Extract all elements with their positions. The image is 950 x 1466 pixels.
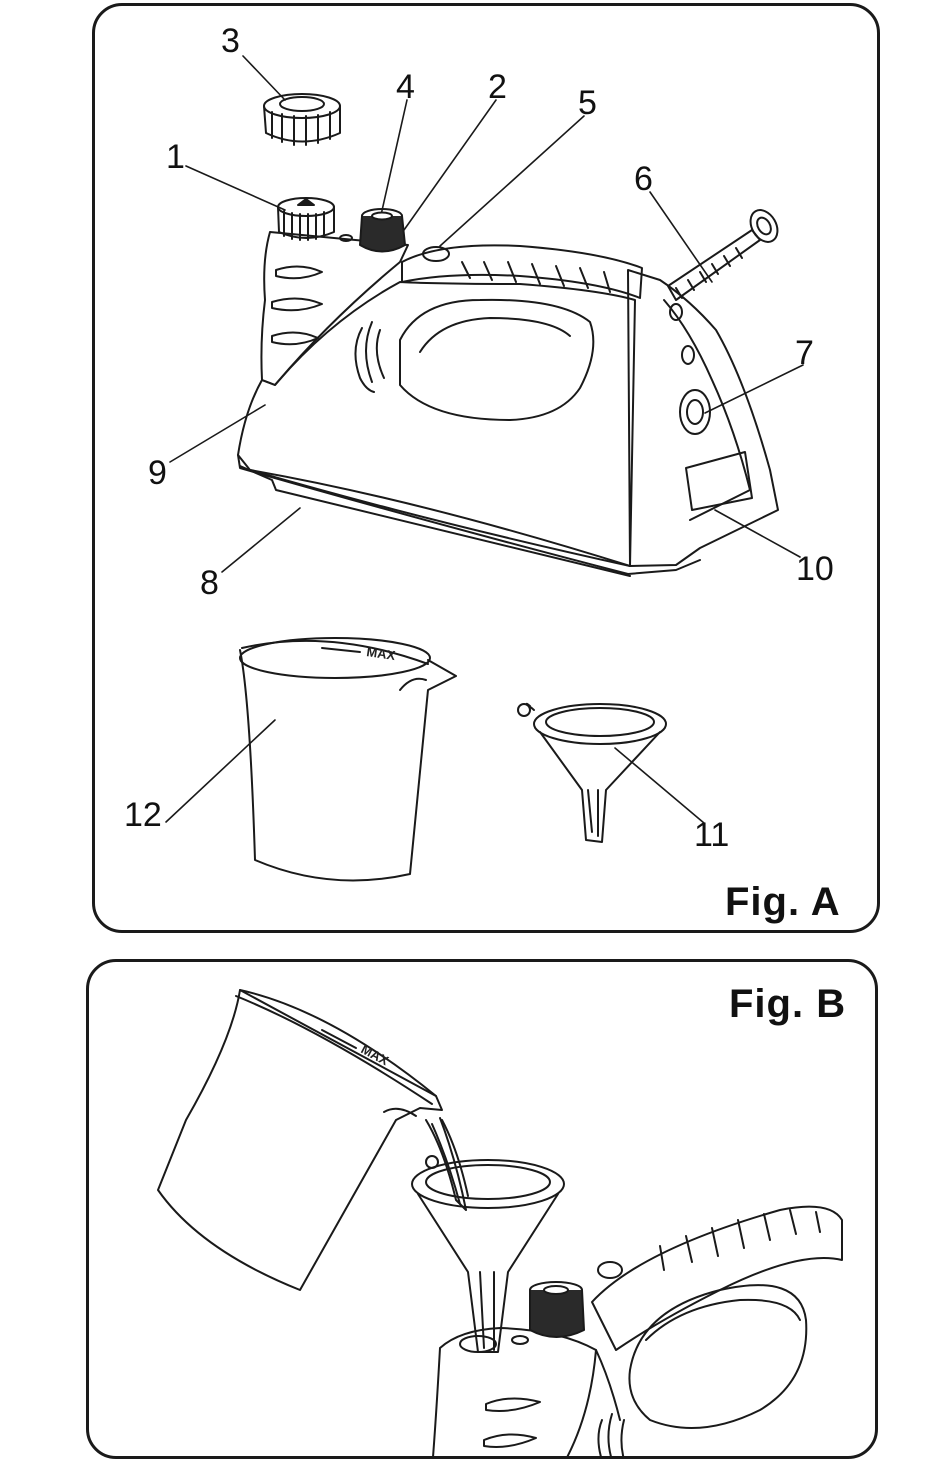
figure-b-panel: MAX xyxy=(86,959,878,1459)
callout-leaders xyxy=(166,56,803,823)
pouring-cup: MAX xyxy=(158,990,442,1290)
cup-b-max-marking: MAX xyxy=(359,1041,392,1068)
figure-b-title: Fig. B xyxy=(729,982,846,1027)
callout-3: 3 xyxy=(221,24,240,58)
callout-7: 7 xyxy=(795,336,814,370)
callout-2: 2 xyxy=(488,70,507,104)
steam-iron xyxy=(238,198,783,576)
callout-11: 11 xyxy=(694,818,729,852)
callout-8: 8 xyxy=(200,566,219,600)
figure-b-illustration: MAX xyxy=(86,959,878,1459)
callout-5: 5 xyxy=(578,86,597,120)
filler-cap xyxy=(264,94,340,145)
callout-9: 9 xyxy=(148,456,167,490)
figure-a-title: Fig. A xyxy=(725,880,841,925)
measuring-cup: MAX xyxy=(240,638,456,880)
callout-12: 12 xyxy=(124,798,162,832)
callout-1: 1 xyxy=(166,140,185,174)
cup-max-marking: MAX xyxy=(366,644,397,663)
callout-4: 4 xyxy=(396,70,415,104)
callout-10: 10 xyxy=(796,552,834,586)
callout-6: 6 xyxy=(634,162,653,196)
